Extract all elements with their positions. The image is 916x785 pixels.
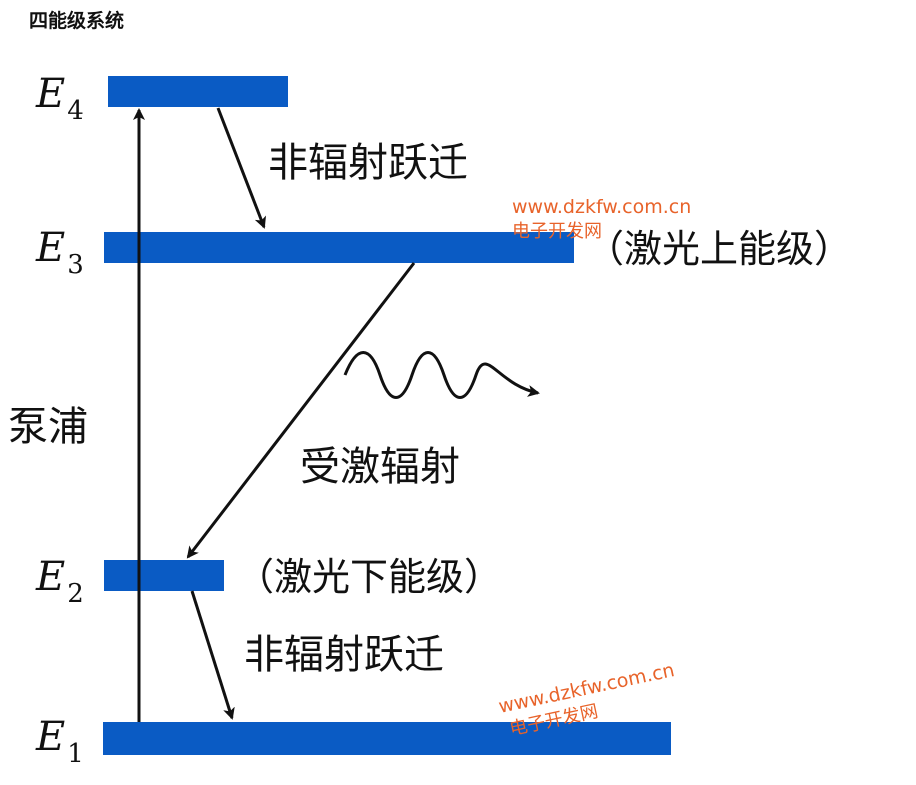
- nonrad-label-top: 非辐射跃迁: [268, 140, 468, 186]
- level-label-e4: E4: [35, 71, 84, 126]
- photon-wave: [343, 351, 540, 399]
- stimulated-arrow: [186, 262, 416, 559]
- e2-note: （激光下能级）: [236, 555, 502, 599]
- stimulated-label: 受激辐射: [300, 444, 460, 490]
- watermark-url-1: www.dzkfw.com.cn: [512, 196, 691, 218]
- nonrad-arrow-bottom: [190, 590, 235, 720]
- level-bar-e1: [103, 722, 671, 755]
- nonrad-label-bottom: 非辐射跃迁: [244, 632, 444, 678]
- level-bar-e4: [108, 76, 288, 107]
- level-label-e2: E2: [35, 554, 84, 609]
- level-bar-e2: [104, 560, 224, 591]
- e3-note: （激光上能级）: [586, 227, 852, 271]
- nonrad-arrow-top: [216, 107, 266, 229]
- page-title: 四能级系统: [29, 10, 125, 32]
- watermark-1: www.dzkfw.com.cn 电子开发网: [512, 196, 691, 242]
- pump-label: 泵浦: [8, 404, 88, 450]
- level-label-e1: E1: [35, 714, 84, 769]
- level-bar-e3: [104, 232, 574, 263]
- level-label-e3: E3: [35, 225, 84, 280]
- watermark-name-1: 电子开发网: [512, 221, 602, 242]
